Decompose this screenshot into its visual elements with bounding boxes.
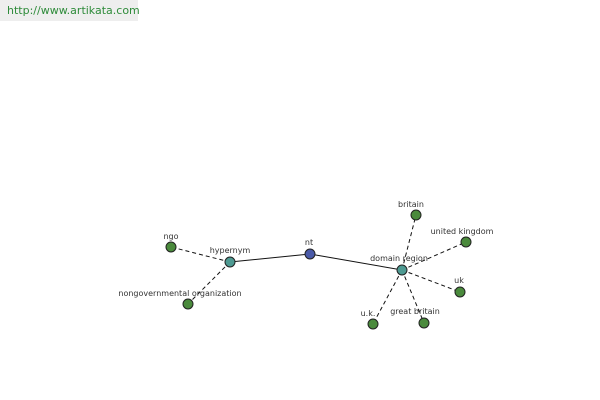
edge-domain-region-to-britain <box>401 214 417 271</box>
node-domain-region[interactable] <box>396 264 408 276</box>
node-label-domain-region: domain region <box>370 254 428 263</box>
node-great-britain[interactable] <box>418 317 430 329</box>
edge-hypernym-to-ngo <box>170 246 231 263</box>
node-britain[interactable] <box>410 209 422 221</box>
node-label-nt: nt <box>305 238 313 247</box>
node-u-k[interactable] <box>367 318 379 330</box>
edge-domain-region-to-uk <box>401 269 461 293</box>
node-label-nongovernmental-organization: nongovernmental organization <box>118 289 241 298</box>
node-label-united-kingdom: united kingdom <box>431 227 494 236</box>
edge-nt-to-domain-region <box>309 253 403 271</box>
node-label-uk: uk <box>454 276 464 285</box>
node-label-ngo: ngo <box>163 232 178 241</box>
node-nt[interactable] <box>304 248 316 260</box>
nodes-layer <box>165 209 472 330</box>
node-label-britain: britain <box>398 200 424 209</box>
edge-domain-region-to-great-britain <box>401 269 425 324</box>
node-nongovernmental-organization[interactable] <box>182 298 194 310</box>
node-label-u-k: u.k. <box>361 309 376 318</box>
edge-nt-to-hypernym <box>229 253 311 263</box>
node-label-hypernym: hypernym <box>210 246 251 255</box>
source-link[interactable]: http://www.artikata.com <box>7 4 140 17</box>
edge-hypernym-to-nongovernmental-organization <box>187 261 231 305</box>
source-bar: http://www.artikata.com <box>0 0 140 21</box>
node-hypernym[interactable] <box>224 256 236 268</box>
node-united-kingdom[interactable] <box>460 236 472 248</box>
node-uk[interactable] <box>454 286 466 298</box>
edge-domain-region-to-united-kingdom <box>401 241 467 271</box>
edge-domain-region-to-u-k <box>372 269 403 325</box>
edges-layer <box>170 214 467 325</box>
labels-layer: nt hypernym domain region ngo nongovernmenta… <box>118 200 493 318</box>
node-label-great-britain: great britain <box>390 307 440 316</box>
node-ngo[interactable] <box>165 241 177 253</box>
